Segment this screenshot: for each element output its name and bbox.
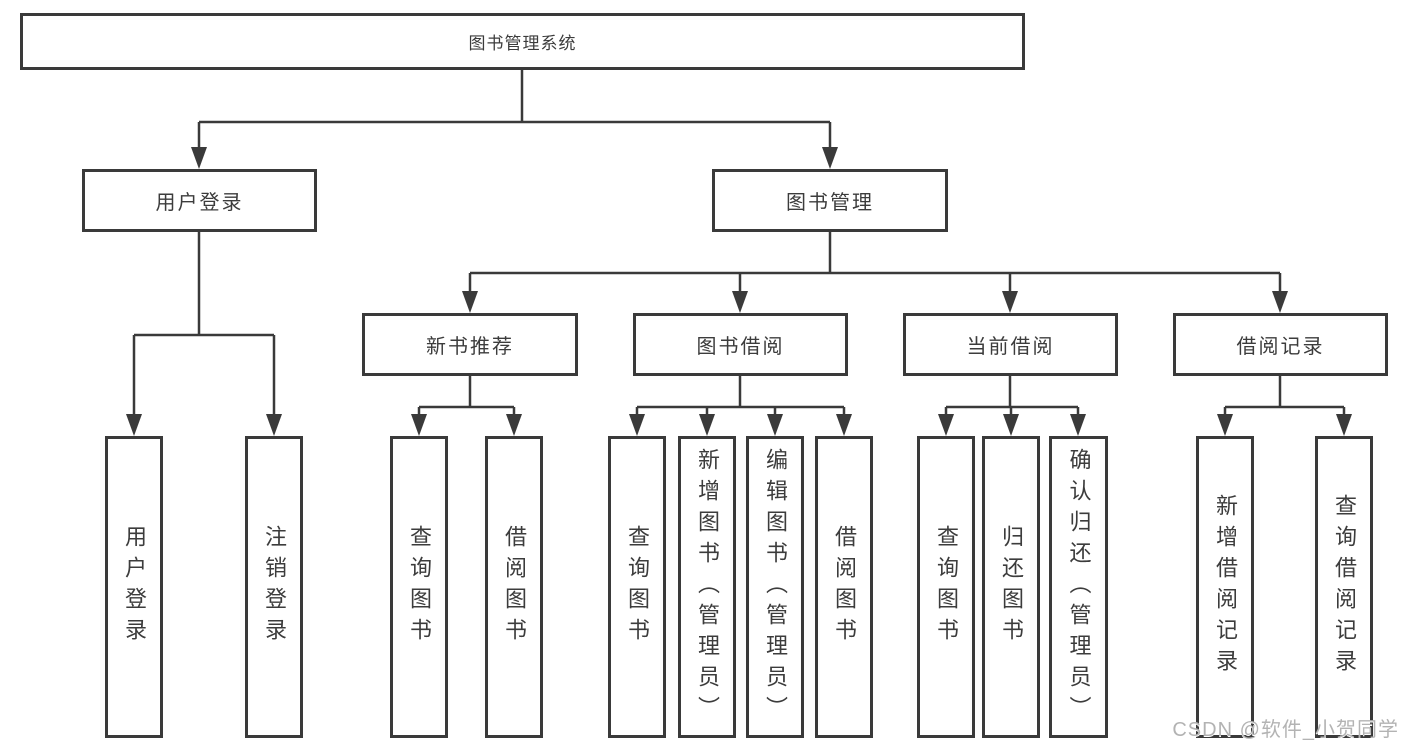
node-label: 新书推荐 <box>426 336 514 358</box>
node-label: 借阅记录 <box>1236 336 1325 358</box>
leaf-query-books-borrow: 查询图书 <box>608 436 666 738</box>
leaf-borrow-books: 借阅图书 <box>815 436 873 738</box>
node-label: 图书管理 <box>786 192 874 214</box>
node-label: 查询图书 <box>934 525 959 649</box>
leaf-logout: 注销登录 <box>245 436 303 738</box>
node-label: 借阅图书 <box>832 525 857 649</box>
node-label: 新增图书（管理员） <box>695 447 720 727</box>
leaf-add-borrow-record: 新增借阅记录 <box>1196 436 1254 738</box>
csdn-watermark: CSDN @软件_小贺同学 <box>1172 719 1399 741</box>
leaf-edit-book-admin: 编辑图书（管理员） <box>746 436 804 738</box>
node-library-management-system: 图书管理系统 <box>20 13 1025 70</box>
node-current-borrow: 当前借阅 <box>903 313 1118 376</box>
node-label: 用户登录 <box>122 525 147 649</box>
leaf-query-books-recommend: 查询图书 <box>390 436 448 738</box>
node-label: 查询图书 <box>625 525 650 649</box>
node-book-management: 图书管理 <box>712 169 948 232</box>
node-label: 新增借阅记录 <box>1213 494 1238 680</box>
node-label: 确认归还（管理员） <box>1066 447 1092 727</box>
node-book-borrow: 图书借阅 <box>633 313 848 376</box>
leaf-borrow-books-recommend: 借阅图书 <box>485 436 543 738</box>
leaf-add-book-admin: 新增图书（管理员） <box>678 436 736 738</box>
node-label: 查询借阅记录 <box>1332 494 1357 680</box>
node-label: 注销登录 <box>262 525 287 649</box>
node-label: 图书借阅 <box>696 336 785 358</box>
leaf-query-borrow-record: 查询借阅记录 <box>1315 436 1373 738</box>
node-new-book-recommend: 新书推荐 <box>362 313 578 376</box>
leaf-return-book: 归还图书 <box>982 436 1040 738</box>
node-label: 图书管理系统 <box>468 34 577 53</box>
node-user-login: 用户登录 <box>82 169 317 232</box>
node-borrow-records: 借阅记录 <box>1173 313 1388 376</box>
node-label: 当前借阅 <box>966 336 1055 358</box>
node-label: 查询图书 <box>407 525 432 649</box>
node-label: 借阅图书 <box>502 525 527 649</box>
leaf-user-login: 用户登录 <box>105 436 163 738</box>
node-label: 归还图书 <box>999 525 1024 649</box>
node-label: 用户登录 <box>155 192 244 214</box>
leaf-query-books-current: 查询图书 <box>917 436 975 738</box>
leaf-confirm-return-admin: 确认归还（管理员） <box>1049 436 1108 738</box>
node-label: 编辑图书（管理员） <box>763 447 788 727</box>
